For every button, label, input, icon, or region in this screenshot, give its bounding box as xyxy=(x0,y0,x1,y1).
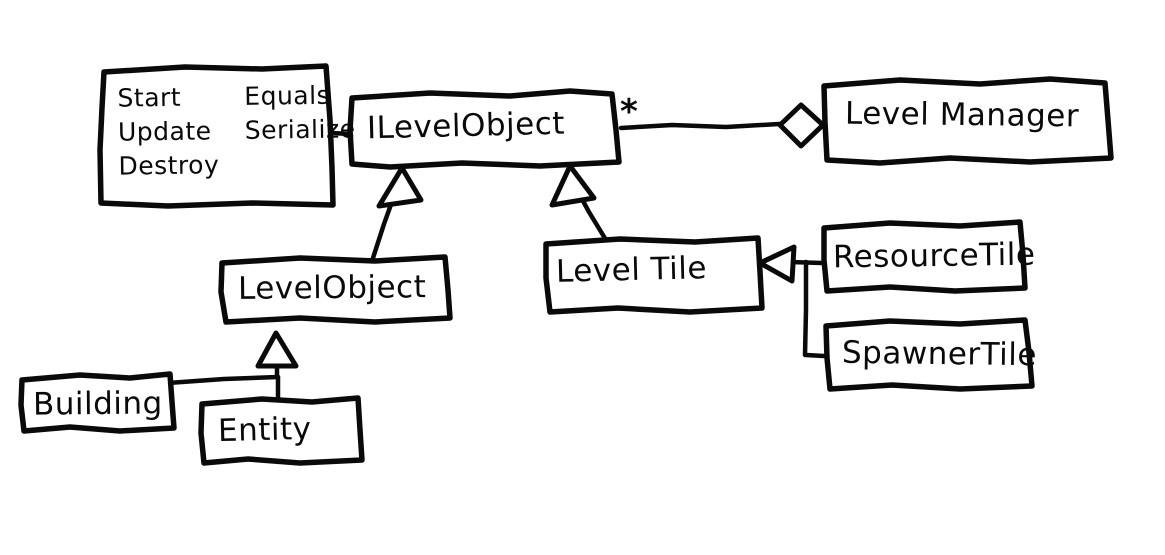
entity-box-outline xyxy=(198,395,365,466)
leveltile-box-outline xyxy=(543,235,765,315)
edge-building-entity-connector xyxy=(165,374,281,386)
levelobject-box-outline xyxy=(218,254,453,325)
inheritance-triangle-leveltile-subclasses xyxy=(757,244,797,284)
inheritance-triangle-levelobject xyxy=(376,165,424,209)
inheritance-triangle-leveltile xyxy=(549,163,597,208)
aggregation-diamond xyxy=(777,102,826,149)
inheritance-triangle-levelobject-subclasses xyxy=(255,330,299,369)
resourcetile-box-outline xyxy=(821,219,1028,294)
edge-aggregation-line xyxy=(618,121,782,131)
edge-spawnertile-to-leveltile xyxy=(803,352,827,359)
methods-box-outline xyxy=(97,63,336,209)
levelmanager-box-outline xyxy=(821,76,1114,166)
spawnertile-box-outline xyxy=(823,317,1035,392)
building-box-outline xyxy=(18,371,177,434)
edge-tile-branch-vertical xyxy=(802,259,809,358)
ilevelobject-box-outline xyxy=(347,88,622,170)
